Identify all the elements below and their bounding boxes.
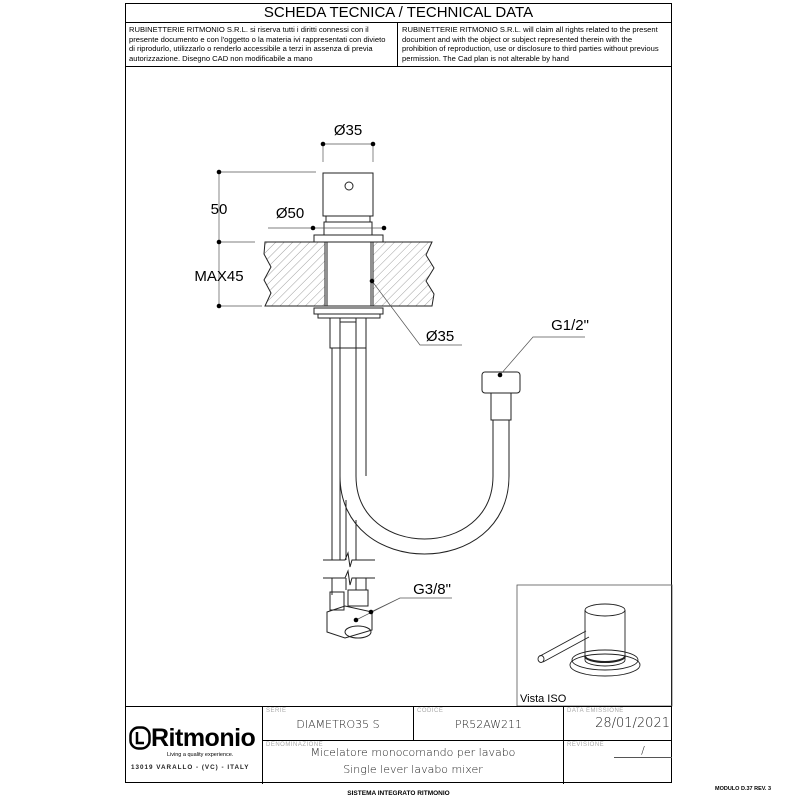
brand-tagline: Living a quality experience. (167, 752, 234, 758)
notice-english: RUBINETTERIE RITMONIO S.R.L. will claim … (398, 23, 672, 67)
sheet-frame (125, 3, 672, 783)
brand-address: 13019 VARALLO - (VC) - ITALY (131, 764, 250, 771)
data-value: 28/01/2021 (595, 716, 670, 731)
dim-inlet-thread: G3/8" (413, 581, 451, 598)
ritmonio-logo: Ritmonio Living a quality experience. 13… (125, 706, 262, 783)
footer-module: MODULO D.37 REV. 3 (715, 786, 772, 792)
sheet-title: SCHEDA TECNICA / TECHNICAL DATA (125, 3, 672, 23)
codice-label: CODICE (417, 708, 444, 714)
brand-name: Ritmonio (151, 724, 256, 752)
dim-hose-thread: G1/2" (551, 317, 589, 334)
knob-body (322, 172, 374, 217)
serie-label: SERIE (266, 708, 287, 714)
serie-value: DIAMETRO35 S (296, 718, 380, 731)
iso-view-drawing (537, 603, 641, 677)
logo-mark-icon (129, 726, 151, 750)
iso-label: Vista ISO (520, 693, 567, 705)
revisione-value: / (614, 744, 672, 758)
description-it: Micelatore monocomando per lavabo (310, 746, 516, 759)
codice-value: PR52AW211 (454, 718, 523, 731)
revisione-label: REVISIONE (567, 742, 605, 748)
dim-flange-diameter: Ø50 (276, 205, 304, 222)
title-block: SERIE DIAMETRO35 S CODICE PR52AW211 DATA… (125, 706, 672, 784)
notice-italian: RUBINETTERIE RITMONIO S.R.L. si riserva … (125, 23, 398, 67)
data-label: DATA EMISSIONE (567, 708, 624, 714)
dim-max-thickness: MAX45 (194, 268, 243, 285)
dim-hole-diameter: Ø35 (426, 328, 454, 345)
dim-height: 50 (211, 201, 228, 218)
inlet-fittings (326, 605, 373, 639)
lever-hole (344, 181, 354, 191)
footer-system: SISTEMA INTEGRATO RITMONIO (347, 790, 450, 797)
denominazione-label: DENOMINAZIONE (266, 742, 324, 748)
description-en: Single lever lavabo mixer (343, 763, 483, 776)
iso-view-box (516, 584, 673, 707)
hose-nut (481, 371, 521, 394)
dim-top-diameter: Ø35 (334, 122, 362, 139)
top-flange (313, 234, 384, 243)
flexible-hose (339, 420, 510, 555)
